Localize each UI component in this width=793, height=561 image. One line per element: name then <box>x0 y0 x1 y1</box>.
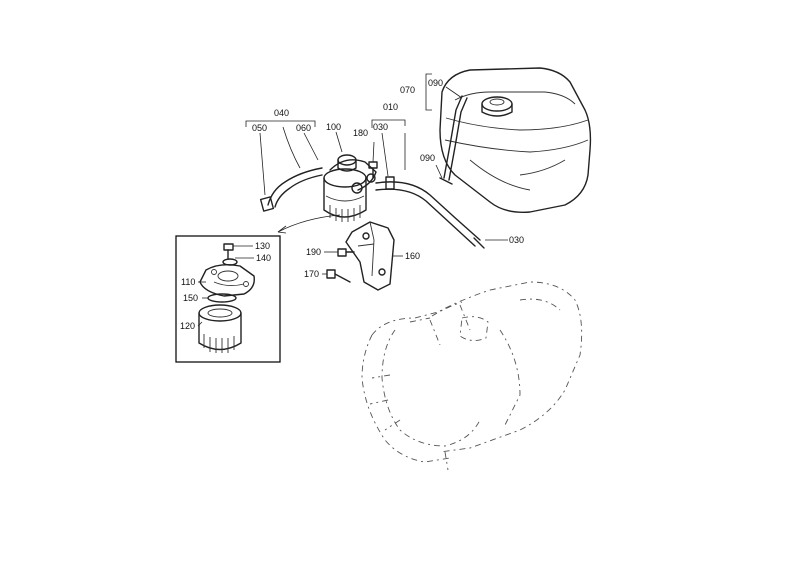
label-050: 050 <box>252 123 267 133</box>
bracket-160 <box>345 221 395 291</box>
label-030-upper: 030 <box>373 122 388 132</box>
fuel-filter-100 <box>323 154 377 222</box>
label-150: 150 <box>183 293 198 303</box>
label-030-lower: 030 <box>509 235 524 245</box>
filter-cartridge-120 <box>198 304 242 353</box>
label-090-lower: 090 <box>420 153 435 163</box>
label-010: 010 <box>383 102 398 112</box>
leader-lines <box>197 73 508 327</box>
label-170: 170 <box>304 269 319 279</box>
fuel-hose-040 <box>259 167 323 212</box>
fuel-pipe-010 <box>375 176 485 249</box>
bolt-130 <box>223 243 234 259</box>
label-100: 100 <box>326 122 341 132</box>
label-040: 040 <box>274 108 289 118</box>
label-160: 160 <box>405 251 420 261</box>
label-120: 120 <box>180 321 195 331</box>
label-110: 110 <box>181 277 195 287</box>
washer-140 <box>222 258 238 266</box>
bolt-190 <box>337 248 355 257</box>
label-090-upper: 090 <box>428 78 443 88</box>
tank-pipe-090 <box>439 95 468 185</box>
label-070: 070 <box>400 85 415 95</box>
bolt-170 <box>326 269 351 283</box>
fuel-tank <box>439 67 592 213</box>
part-labels: 040 050 060 100 010 030 180 070 090 090 … <box>180 78 524 331</box>
bolt-180 <box>368 161 378 179</box>
transmission-housing <box>361 281 583 471</box>
label-140: 140 <box>256 253 271 263</box>
label-180: 180 <box>353 128 368 138</box>
label-130: 130 <box>255 241 270 251</box>
inset-pointer-arrow <box>277 214 341 234</box>
label-190: 190 <box>306 247 321 257</box>
filter-head-110 <box>199 263 255 297</box>
fuel-tank-cap <box>481 96 513 117</box>
label-060: 060 <box>296 123 311 133</box>
